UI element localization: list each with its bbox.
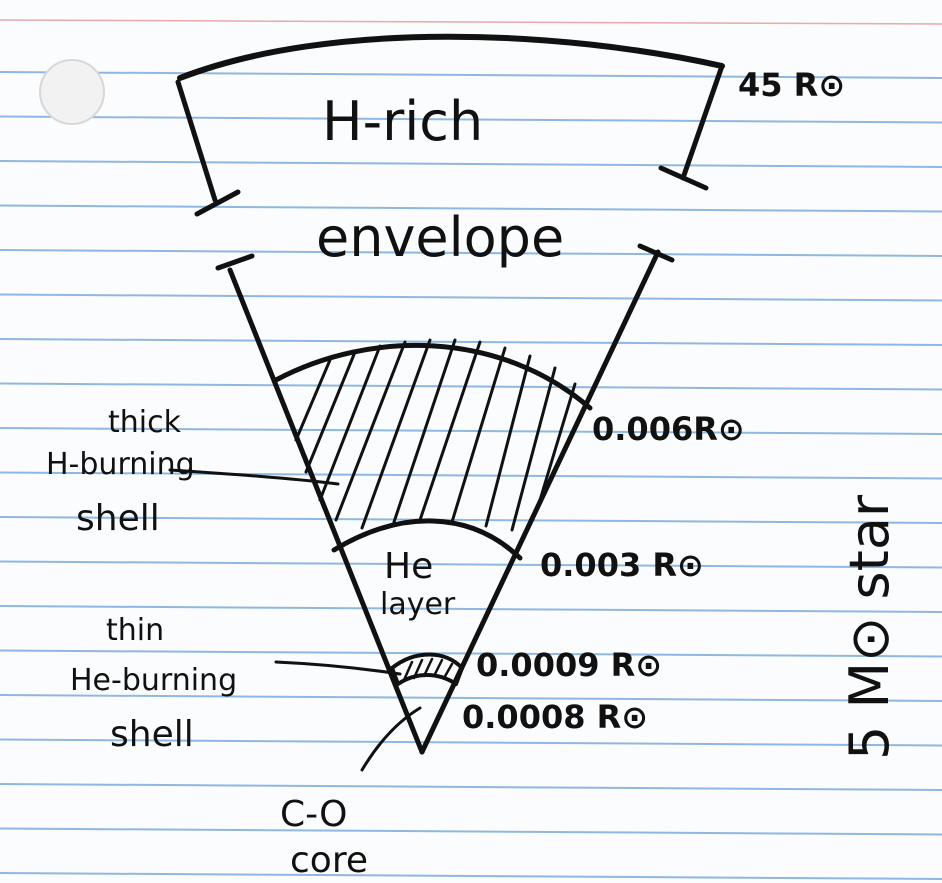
h-shell-callout-line1: thick bbox=[108, 405, 182, 440]
he-shell-callout-line1: thin bbox=[106, 613, 164, 648]
ruled-line bbox=[0, 382, 942, 391]
ruled-line bbox=[0, 427, 942, 435]
envelope-left-bracket bbox=[175, 79, 241, 217]
ruled-line bbox=[0, 872, 942, 880]
he-layer-label-line1: He bbox=[384, 546, 433, 587]
ruled-line bbox=[0, 204, 942, 213]
h-shell-hatching bbox=[294, 338, 577, 532]
envelope-outer-arc bbox=[177, 33, 725, 81]
ruled-line bbox=[0, 605, 942, 613]
h-shell-callout-line3: shell bbox=[76, 498, 160, 539]
radius-h-shell-top: 0.006R⊙ bbox=[592, 410, 745, 448]
h-shell-callout-line2: H-burning bbox=[46, 447, 195, 482]
ruled-line bbox=[0, 71, 942, 79]
ruled-line bbox=[0, 160, 942, 168]
h-shell-leader bbox=[168, 468, 340, 486]
he-layer-label-line2: layer bbox=[380, 587, 456, 622]
he-shell-callout-line3: shell bbox=[110, 714, 194, 755]
he-layer-top-arc bbox=[331, 518, 523, 561]
ruled-line bbox=[0, 827, 942, 836]
ruled-line bbox=[0, 338, 942, 346]
ruled-line bbox=[0, 738, 942, 747]
radius-outer: 45 R⊙ bbox=[738, 66, 845, 104]
ruled-line bbox=[0, 293, 942, 302]
envelope-label-line2: envelope bbox=[316, 206, 564, 269]
radius-he-shell-top: 0.0009 R⊙ bbox=[476, 646, 662, 684]
wedge-top-ticks bbox=[215, 243, 675, 271]
core-callout-line2: core bbox=[290, 840, 368, 881]
ruled-line bbox=[0, 560, 942, 569]
he-shell-band bbox=[390, 652, 464, 686]
ruled-line bbox=[0, 694, 942, 702]
wedge-left-side bbox=[227, 267, 425, 755]
radius-he-layer-top: 0.003 R⊙ bbox=[540, 546, 704, 584]
punch-hole bbox=[39, 59, 105, 125]
mass-label: 5 M⊙ star bbox=[838, 494, 901, 760]
ruled-line bbox=[0, 115, 942, 124]
envelope-right-bracket bbox=[658, 63, 725, 191]
radius-core-top: 0.0008 R⊙ bbox=[462, 698, 648, 736]
core-leader bbox=[360, 706, 422, 772]
ruled-line bbox=[0, 471, 942, 480]
ruled-line bbox=[0, 516, 942, 524]
envelope-label-line1: H-rich bbox=[322, 90, 483, 153]
core-callout-line1: C-O bbox=[280, 794, 347, 835]
ruled-line bbox=[0, 249, 942, 257]
top-margin-line bbox=[0, 19, 942, 25]
he-shell-callout-line2: He-burning bbox=[70, 663, 237, 698]
he-shell-hatching bbox=[402, 657, 454, 682]
he-shell-leader bbox=[274, 660, 402, 676]
ruled-line bbox=[0, 783, 942, 791]
